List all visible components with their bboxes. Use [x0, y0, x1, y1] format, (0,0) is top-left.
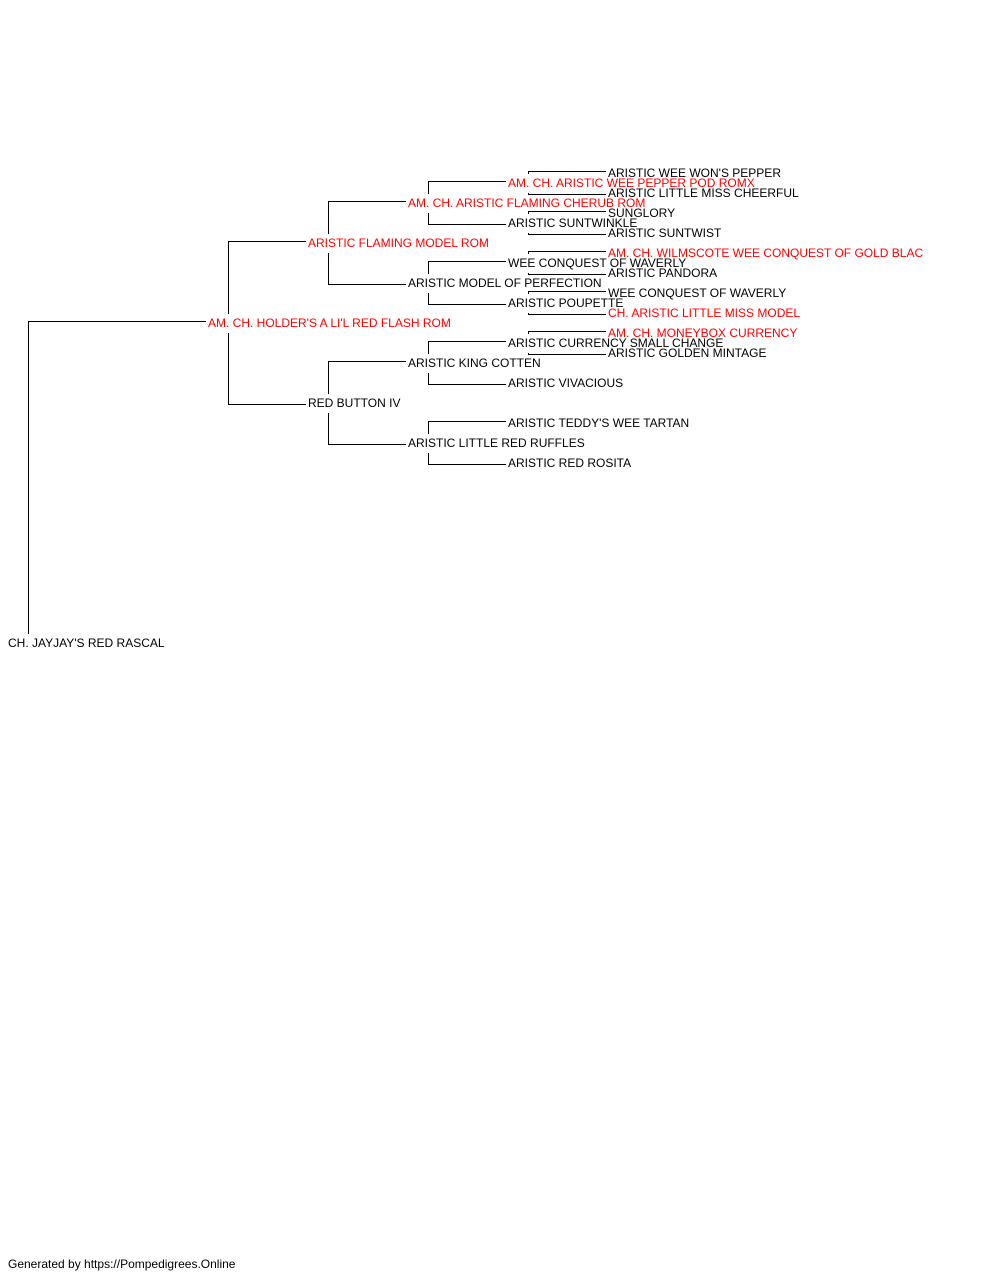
connector-vertical [228, 333, 229, 404]
connector-vertical [528, 273, 529, 274]
connector-vertical [528, 233, 529, 234]
connector-horizontal [428, 384, 506, 385]
connector-horizontal [428, 464, 506, 465]
footer-credit: Generated by https://Pompedigrees.Online [8, 1257, 236, 1271]
connector-horizontal [328, 284, 406, 285]
connector-horizontal [528, 234, 606, 235]
pedigree-entry: ARISTIC RED ROSITA [508, 456, 632, 470]
pedigree-entry: AM. CH. ARISTIC FLAMING CHERUB ROM [408, 196, 646, 210]
connector-vertical [428, 453, 429, 464]
connector-horizontal [528, 291, 606, 292]
connector-vertical [328, 361, 329, 394]
connector-vertical [528, 353, 529, 354]
pedigree-entry: ARISTIC SUNTWINKLE [508, 216, 638, 230]
connector-vertical [428, 261, 429, 274]
connector-vertical [428, 293, 429, 304]
connector-vertical [328, 201, 329, 234]
connector-vertical [528, 331, 529, 334]
pedigree-entry: ARISTIC KING COTTEN [408, 356, 541, 370]
pedigree-entry: WEE CONQUEST OF WAVERLY [608, 286, 787, 300]
connector-vertical [528, 171, 529, 174]
connector-vertical [528, 211, 529, 214]
connector-horizontal [528, 314, 606, 315]
pedigree-entry: ARISTIC LITTLE RED RUFFLES [408, 436, 585, 450]
connector-horizontal [428, 341, 506, 342]
pedigree-entry: ARISTIC TEDDY'S WEE TARTAN [508, 416, 690, 430]
pedigree-entry: CH. ARISTIC LITTLE MISS MODEL [608, 306, 801, 320]
pedigree-entry: ARISTIC SUNTWIST [608, 226, 722, 240]
connector-horizontal [528, 171, 606, 172]
connector-vertical [428, 213, 429, 224]
connector-horizontal [328, 444, 406, 445]
pedigree-entry: WEE CONQUEST OF WAVERLY [508, 256, 687, 270]
connector-vertical [528, 193, 529, 194]
pedigree-entry: RED BUTTON IV [308, 396, 401, 410]
connector-horizontal [28, 321, 206, 322]
pedigree-entry: ARISTIC VIVACIOUS [508, 376, 624, 390]
connector-vertical [528, 251, 529, 254]
pedigree-entry: ARISTIC LITTLE MISS CHEERFUL [608, 186, 799, 200]
connector-vertical [428, 373, 429, 384]
connector-horizontal [528, 251, 606, 252]
connector-vertical [428, 421, 429, 434]
pedigree-entry: ARISTIC GOLDEN MINTAGE [608, 346, 767, 360]
connector-horizontal [428, 261, 506, 262]
pedigree-entry: SUNGLORY [608, 206, 676, 220]
connector-vertical [328, 413, 329, 444]
pedigree-subject: CH. JAYJAY'S RED RASCAL [8, 636, 165, 650]
connector-vertical [528, 313, 529, 314]
connector-horizontal [228, 241, 306, 242]
pedigree-entry: AM. CH. WILMSCOTE WEE CONQUEST OF GOLD B… [608, 246, 924, 260]
connector-horizontal [428, 304, 506, 305]
connector-vertical [428, 341, 429, 354]
pedigree-entry: ARISTIC CURRENCY SMALL CHANGE [508, 336, 724, 350]
connector-horizontal [528, 354, 606, 355]
connector-horizontal [328, 201, 406, 202]
connector-horizontal [528, 211, 606, 212]
connector-vertical [28, 321, 29, 634]
pedigree-entry: AM. CH. HOLDER'S A LI'L RED FLASH ROM [208, 316, 451, 330]
pedigree-entry: AM. CH. MONEYBOX CURRENCY [608, 326, 798, 340]
connector-horizontal [328, 361, 406, 362]
pedigree-entry: ARISTIC MODEL OF PERFECTION [408, 276, 602, 290]
pedigree-entry: AM. CH. ARISTIC WEE PEPPER POD ROMX [508, 176, 755, 190]
connector-vertical [428, 181, 429, 194]
pedigree-entry: ARISTIC PANDORA [608, 266, 718, 280]
pedigree-entry: ARISTIC POUPETTE [508, 296, 624, 310]
connector-vertical [228, 241, 229, 314]
pedigree-entry: ARISTIC WEE WON'S PEPPER [608, 166, 781, 180]
connector-horizontal [528, 274, 606, 275]
connector-horizontal [228, 404, 306, 405]
pedigree-entry: ARISTIC FLAMING MODEL ROM [308, 236, 489, 250]
connector-vertical [328, 253, 329, 284]
connector-horizontal [428, 181, 506, 182]
connector-vertical [528, 291, 529, 294]
connector-horizontal [528, 331, 606, 332]
connector-horizontal [528, 194, 606, 195]
connector-horizontal [428, 224, 506, 225]
connector-horizontal [428, 421, 506, 422]
